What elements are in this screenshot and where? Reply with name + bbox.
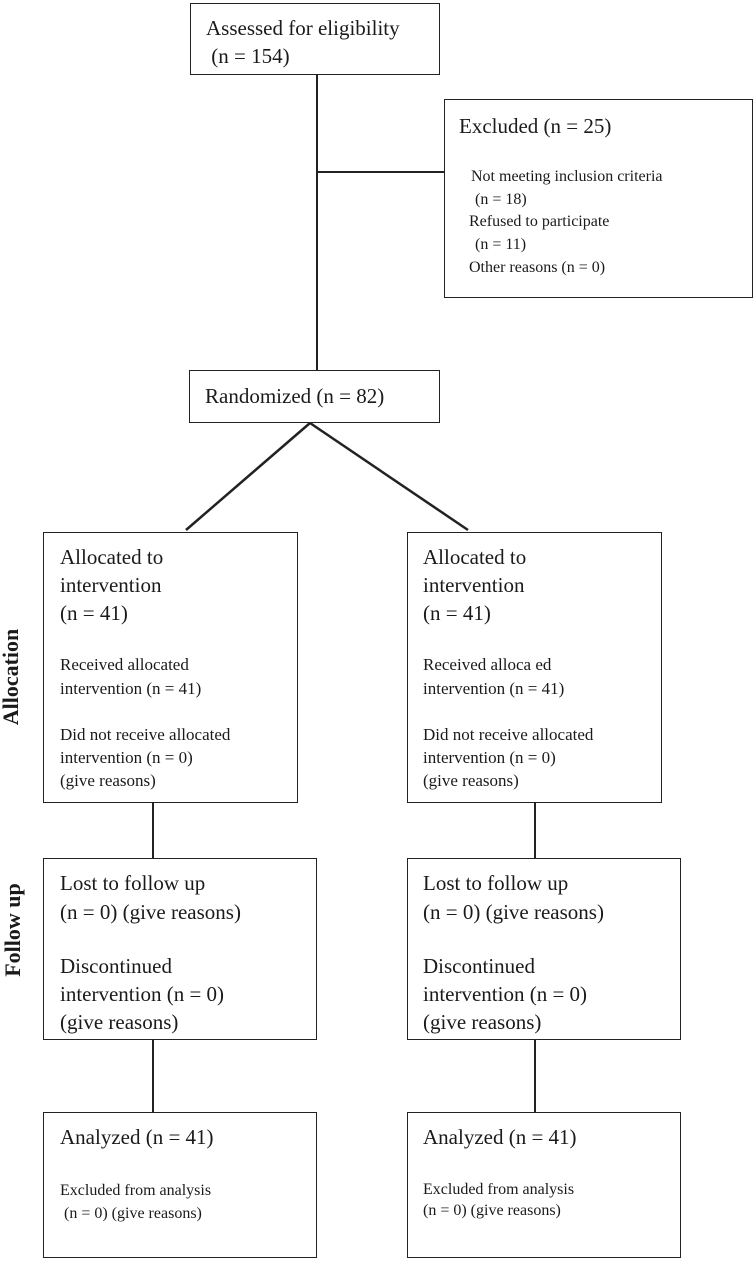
excluded-box: Excluded (n = 25) Not meeting inclusion … bbox=[444, 99, 753, 298]
left-received-line2: intervention (n = 41) bbox=[60, 679, 202, 698]
allocation-side-label: Allocation bbox=[0, 628, 23, 726]
right-lost-line1: Lost to follow up bbox=[423, 871, 569, 895]
left-excluded-analysis-line1: Excluded from analysis bbox=[60, 1182, 212, 1199]
right-discontinued-line1: Discontinued bbox=[423, 954, 535, 978]
left-analyzed-box: Analyzed (n = 41) Excluded from analysis… bbox=[43, 1112, 317, 1258]
excluded-line-1: Not meeting inclusion criteria bbox=[471, 168, 663, 185]
right-analyzed-title: Analyzed (n = 41) bbox=[423, 1125, 577, 1149]
left-received-line1: Received allocated bbox=[60, 655, 189, 674]
right-allocated-box: Allocated to intervention (n = 41) Recei… bbox=[407, 532, 662, 803]
left-not-received-line2: intervention (n = 0) bbox=[60, 748, 193, 767]
excluded-line-5: Other reasons (n = 0) bbox=[469, 259, 606, 276]
left-followup-box: Lost to follow up (n = 0) (give reasons)… bbox=[43, 858, 317, 1040]
right-allocated-line2: intervention bbox=[423, 573, 525, 597]
randomized-box: Randomized (n = 82) bbox=[189, 370, 440, 423]
right-allocated-line1: Allocated to bbox=[423, 545, 527, 569]
left-analyzed-title: Analyzed (n = 41) bbox=[60, 1125, 214, 1149]
connector-randomized-right bbox=[309, 421, 469, 532]
right-lost-line2: (n = 0) (give reasons) bbox=[423, 900, 604, 924]
right-analyzed-box: Analyzed (n = 41) Excluded from analysis… bbox=[407, 1112, 681, 1258]
right-discontinued-line3: (give reasons) bbox=[423, 1010, 542, 1034]
assessed-box: Assessed for eligibility (n = 154) bbox=[190, 3, 440, 75]
left-discontinued-line2: intervention (n = 0) bbox=[60, 982, 225, 1006]
left-lost-line2: (n = 0) (give reasons) bbox=[60, 900, 241, 924]
left-allocated-line1: Allocated to bbox=[60, 545, 164, 569]
left-not-received-line3: (give reasons) bbox=[60, 771, 156, 790]
left-discontinued-line1: Discontinued bbox=[60, 954, 172, 978]
right-allocated-line3: (n = 41) bbox=[423, 601, 491, 625]
left-allocated-box: Allocated to intervention (n = 41) Recei… bbox=[43, 532, 298, 803]
excluded-line-2: (n = 18) bbox=[471, 191, 527, 208]
left-lost-line1: Lost to follow up bbox=[60, 871, 206, 895]
randomized-label: Randomized (n = 82) bbox=[205, 384, 385, 408]
right-excluded-analysis-line2: (n = 0) (give reasons) bbox=[423, 1202, 561, 1219]
right-not-received-line2: intervention (n = 0) bbox=[423, 748, 556, 767]
left-allocated-line3: (n = 41) bbox=[60, 601, 128, 625]
excluded-line-4: (n = 11) bbox=[471, 236, 527, 253]
right-received-line1: Received alloca ed bbox=[423, 655, 552, 674]
right-not-received-line3: (give reasons) bbox=[423, 771, 519, 790]
excluded-line-3: Refused to participate bbox=[469, 213, 610, 230]
left-excluded-analysis-line2: (n = 0) (give reasons) bbox=[60, 1205, 202, 1222]
excluded-title: Excluded (n = 25) bbox=[459, 114, 612, 138]
left-discontinued-line3: (give reasons) bbox=[60, 1010, 179, 1034]
right-discontinued-line2: intervention (n = 0) bbox=[423, 982, 588, 1006]
right-received-line2: intervention (n = 41) bbox=[423, 679, 565, 698]
left-not-received-line1: Did not receive allocated bbox=[60, 725, 231, 744]
right-excluded-analysis-line1: Excluded from analysis bbox=[423, 1181, 575, 1198]
follow-up-side-label: Follow up bbox=[0, 883, 25, 977]
right-followup-box: Lost to follow up (n = 0) (give reasons)… bbox=[407, 858, 681, 1040]
left-allocated-line2: intervention bbox=[60, 573, 162, 597]
right-not-received-line1: Did not receive allocated bbox=[423, 725, 594, 744]
assessed-line1: Assessed for eligibility bbox=[206, 16, 400, 40]
assessed-line2: (n = 154) bbox=[206, 44, 290, 68]
connector-randomized-left bbox=[185, 422, 311, 531]
